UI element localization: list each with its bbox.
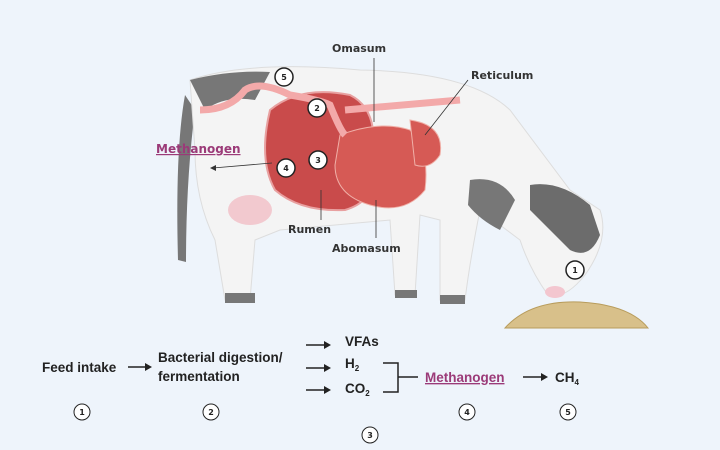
flow-bacterial-digestion: Bacterial digestion/ xyxy=(158,350,283,365)
marker-1: 1 xyxy=(565,260,585,280)
svg-text:2: 2 xyxy=(314,104,320,113)
marker-5: 5 xyxy=(274,67,294,87)
step-number-3: 3 xyxy=(361,426,379,444)
svg-text:5: 5 xyxy=(281,73,287,82)
pointer-line xyxy=(212,162,273,169)
label-abomasum: Abomasum xyxy=(332,242,401,255)
feed-straw xyxy=(503,301,650,329)
marker-3: 3 xyxy=(308,150,328,170)
flow-h2: H2 xyxy=(345,356,360,373)
cow-hoof xyxy=(440,295,465,304)
cow-hoof xyxy=(395,290,417,298)
cow-tail xyxy=(177,95,195,262)
marker-4: 4 xyxy=(276,158,296,178)
esophagus-shape xyxy=(199,82,461,138)
reticulum-shape xyxy=(409,119,442,167)
flow-ch4: CH4 xyxy=(555,370,580,387)
svg-text:3: 3 xyxy=(367,431,373,440)
label-rumen: Rumen xyxy=(288,223,331,236)
cow-muzzle xyxy=(545,286,565,298)
bracket-connector xyxy=(383,362,418,393)
flow-feed-intake: Feed intake xyxy=(42,360,117,375)
flow-co2: CO2 xyxy=(345,381,370,398)
flow-vfas: VFAs xyxy=(345,334,379,349)
svg-text:2: 2 xyxy=(208,408,214,417)
arrow-icon xyxy=(306,341,331,349)
arrow-icon xyxy=(128,363,152,371)
svg-text:3: 3 xyxy=(315,156,321,165)
marker-2: 2 xyxy=(307,98,327,118)
arrow-icon xyxy=(523,373,548,381)
step-number-4: 4 xyxy=(458,403,476,421)
flow-fermentation: fermentation xyxy=(158,369,240,384)
pointer-line xyxy=(424,79,469,136)
svg-text:1: 1 xyxy=(572,266,578,275)
svg-text:1: 1 xyxy=(79,408,85,417)
arrow-icon xyxy=(306,364,331,372)
flow-methanogen: Methanogen xyxy=(425,370,505,385)
cow-hoof xyxy=(225,293,255,303)
step-number-1: 1 xyxy=(73,403,91,421)
step-number-2: 2 xyxy=(202,403,220,421)
cow-spot xyxy=(468,179,515,230)
abomasum-shape xyxy=(334,125,427,209)
arrowhead-icon xyxy=(210,165,216,171)
label-methanogen: Methanogen xyxy=(156,142,241,156)
arrow-icon xyxy=(306,386,331,394)
label-reticulum: Reticulum xyxy=(471,69,533,82)
cow-head-spot xyxy=(530,184,600,253)
svg-text:4: 4 xyxy=(283,164,289,173)
cow-spot xyxy=(190,71,270,110)
step-number-5: 5 xyxy=(559,403,577,421)
svg-text:5: 5 xyxy=(565,408,571,417)
cow-udder xyxy=(228,195,272,225)
svg-text:4: 4 xyxy=(464,408,470,417)
label-omasum: Omasum xyxy=(332,42,386,55)
